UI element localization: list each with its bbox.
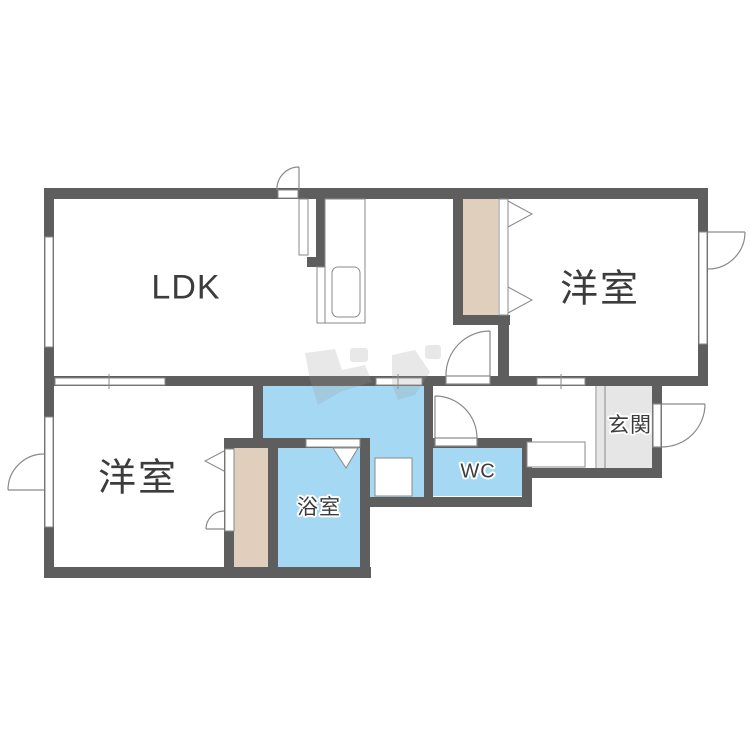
kitchen-sink	[331, 266, 361, 318]
closet-north	[463, 199, 498, 315]
door-south-exterior	[7, 453, 45, 491]
walls	[44, 188, 708, 578]
windows	[44, 189, 708, 528]
door-ldk-hall	[445, 330, 491, 377]
door-gap-top	[277, 189, 299, 199]
door-south-closet	[205, 510, 225, 530]
door-north-exterior	[707, 231, 746, 270]
room-label-western-north: 洋室	[559, 266, 641, 311]
window-ldk-west	[44, 236, 54, 348]
room-label-bathroom: 浴室	[297, 495, 341, 519]
room-label-entrance: 玄関	[608, 413, 652, 437]
room-label-toilet: WC	[460, 460, 496, 483]
closet-south	[234, 448, 268, 567]
door-top-swing	[276, 166, 300, 191]
window-south-west	[44, 416, 54, 528]
door-wc	[434, 395, 478, 439]
bath-fixtures	[305, 386, 606, 497]
kitchen-counter	[298, 198, 366, 324]
room-label-western-south: 洋室	[97, 455, 179, 500]
doors	[7, 166, 746, 530]
window-washroom-north	[375, 377, 423, 386]
door-entrance	[661, 403, 706, 448]
entrance-floor	[597, 386, 652, 468]
window-ldk-south	[54, 377, 166, 386]
washing-machine-space	[374, 457, 413, 497]
window-north-east	[698, 231, 708, 345]
bathroom-door-fold	[332, 447, 359, 469]
toilet-fill	[433, 448, 522, 496]
room-label-ldk: LDK	[151, 268, 221, 307]
closet-doors	[203, 198, 534, 532]
logo-watermark-icon	[305, 345, 441, 405]
